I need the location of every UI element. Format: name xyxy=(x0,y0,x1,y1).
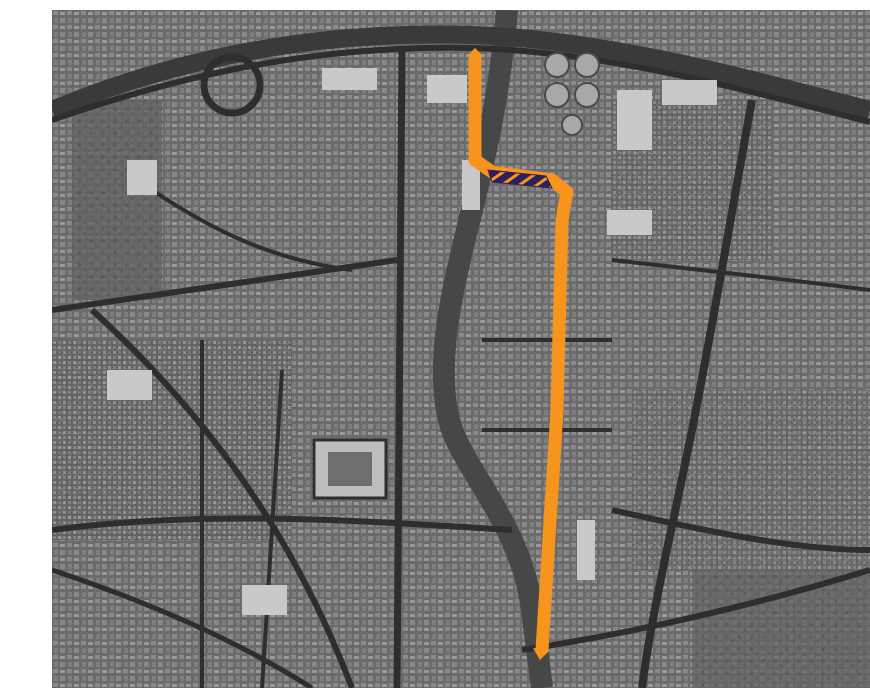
green-area-north xyxy=(72,100,162,300)
road-network xyxy=(52,49,870,688)
route-end-marker xyxy=(533,648,550,660)
large-buildings xyxy=(107,68,717,615)
ring-road xyxy=(52,25,870,119)
roundabout xyxy=(200,53,264,117)
proposed-route xyxy=(468,55,574,651)
ring-road-inner xyxy=(52,44,870,125)
stadium xyxy=(312,438,388,500)
water-treatment-tanks xyxy=(544,52,600,136)
dense-district-west xyxy=(52,340,292,540)
aerial-map xyxy=(52,10,870,688)
green-area-south xyxy=(692,570,870,688)
river xyxy=(432,10,553,688)
river-crossing xyxy=(487,169,553,189)
route-start-marker xyxy=(468,48,482,55)
map-svg xyxy=(52,10,870,688)
